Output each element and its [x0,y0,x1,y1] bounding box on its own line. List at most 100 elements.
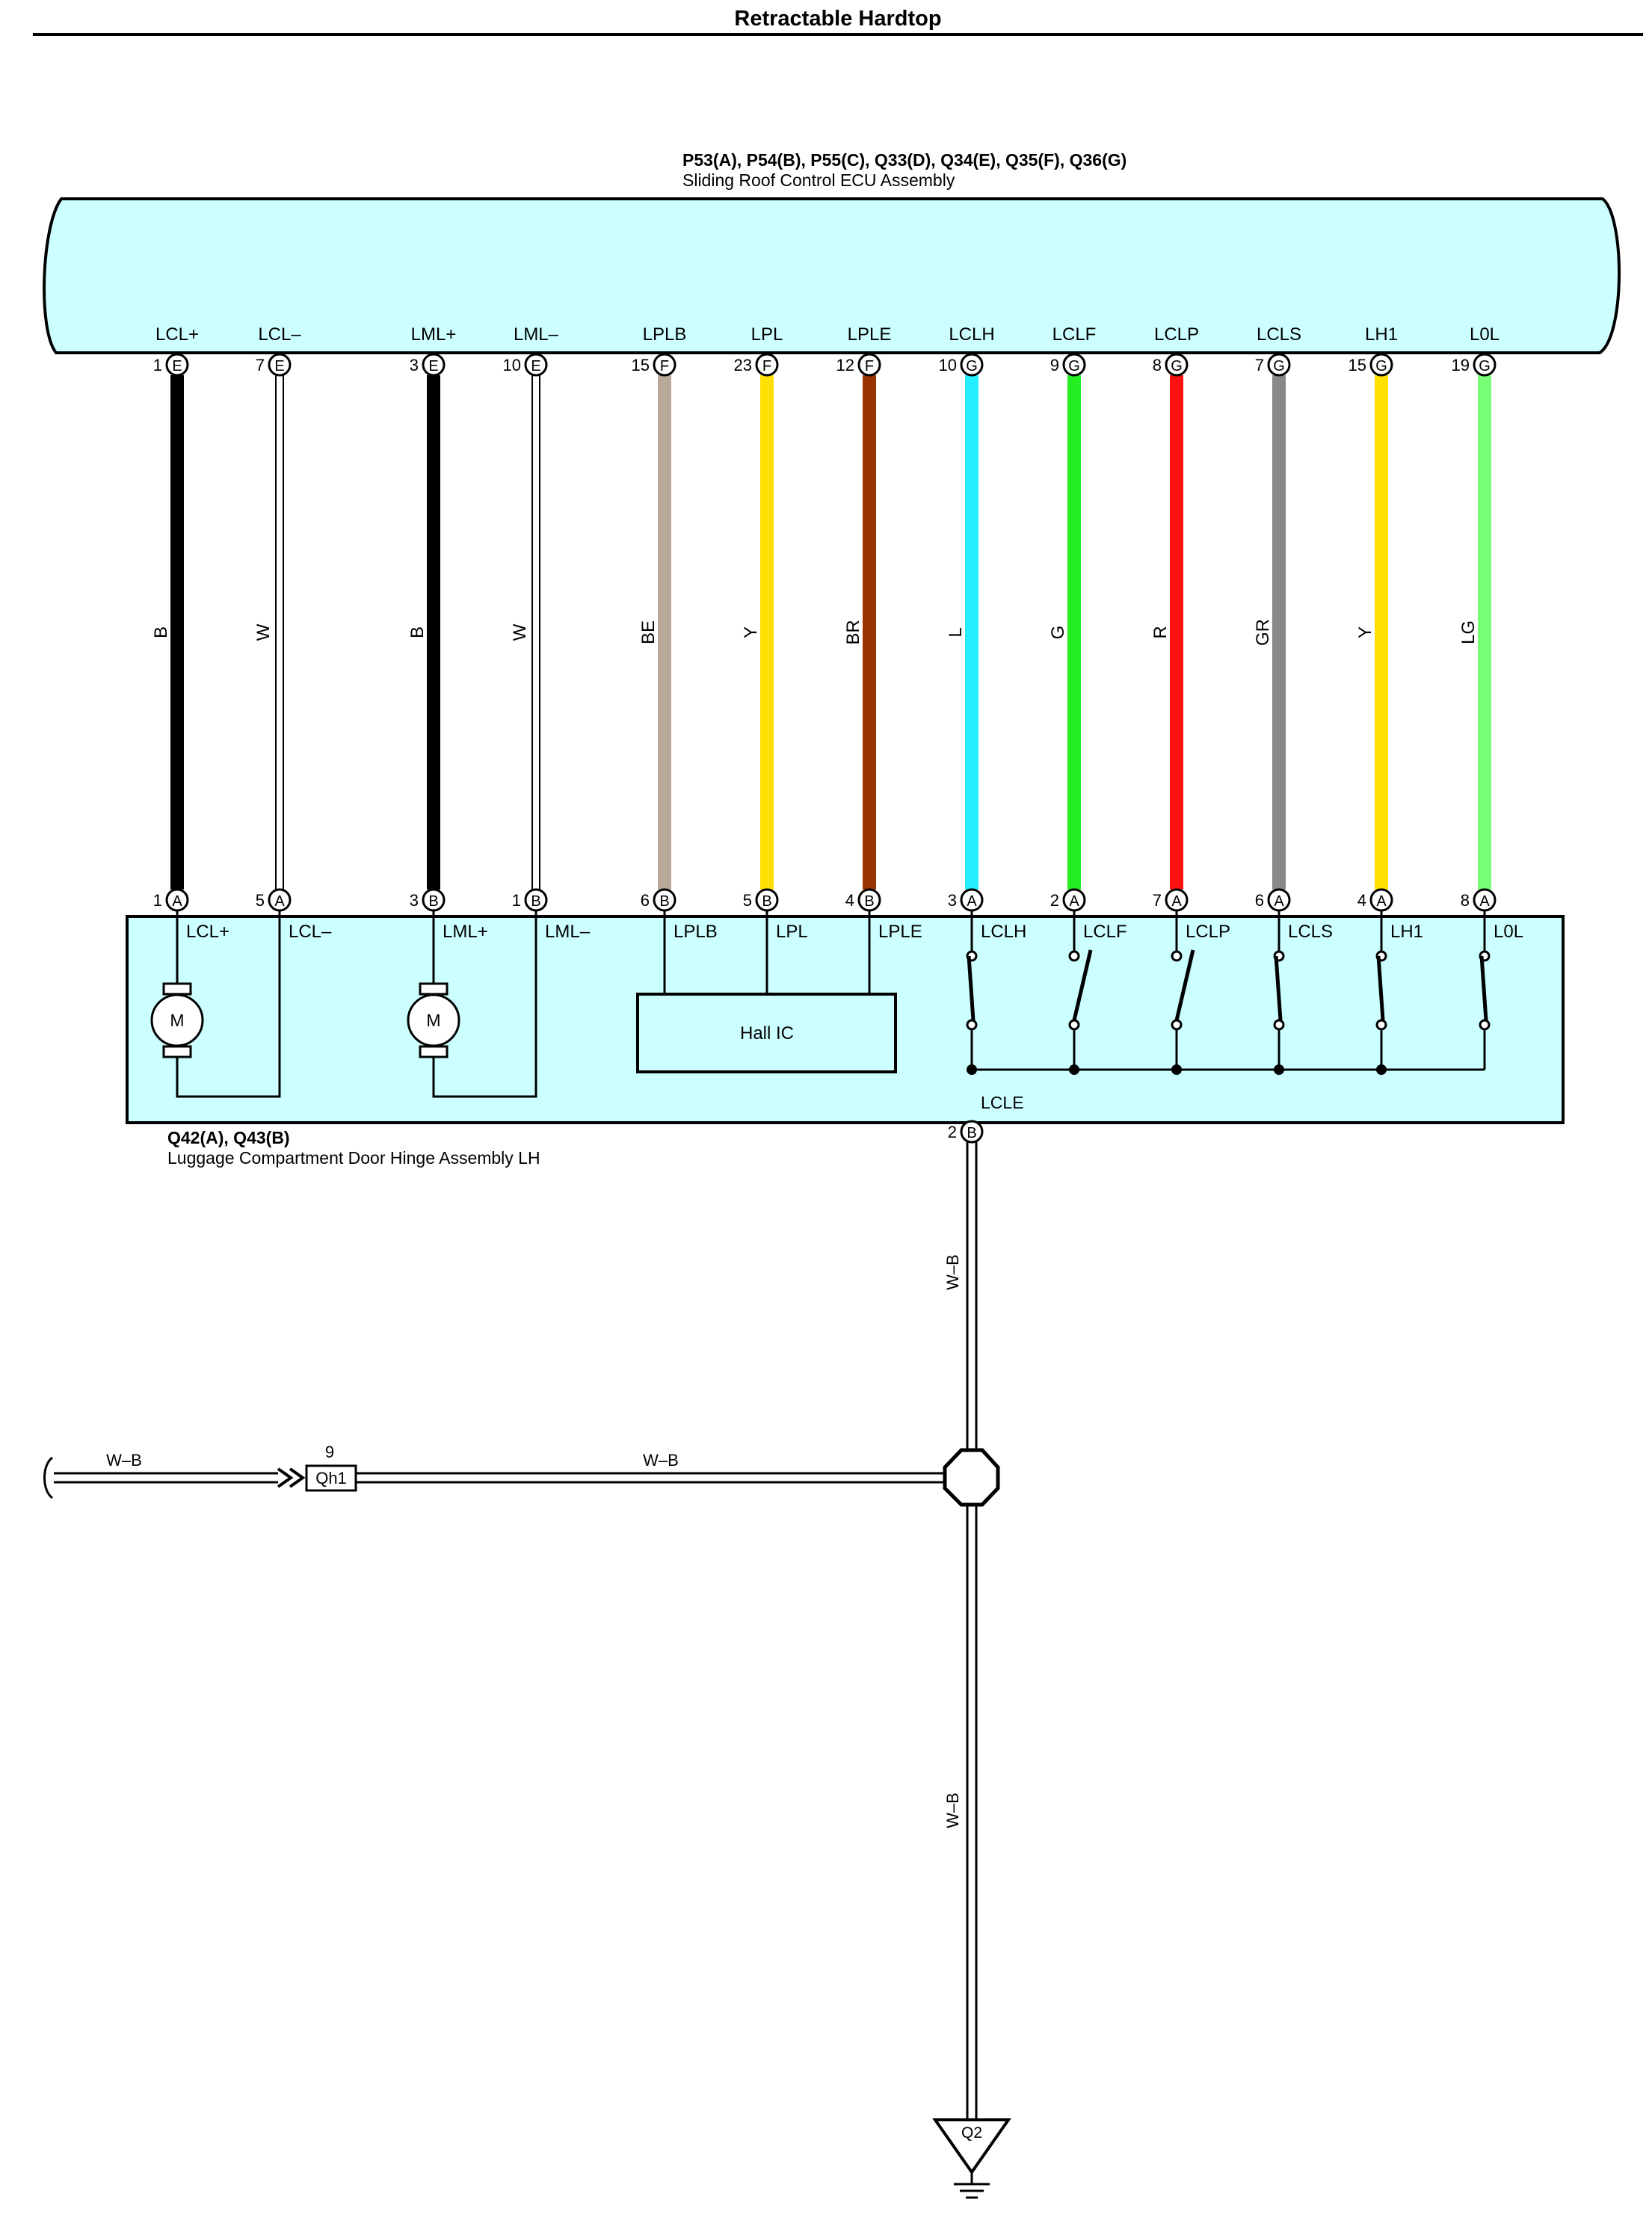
ecu-terminal-label: LPL [751,324,783,345]
pin-number: 6 [641,891,650,910]
connector-letter: A [172,893,182,910]
connector-pin-circle [857,888,881,912]
hinge-pin: B1 [512,888,548,912]
hinge-pin: A4 [1357,888,1393,912]
connector-letter: F [660,358,669,374]
pin-number: 15 [632,356,650,374]
hinge-terminal-label: LH1 [1390,922,1423,942]
connector-pin-circle [524,353,548,377]
ground-point-label: Q2 [961,2124,982,2142]
ecu-terminal-label: LCLP [1154,324,1199,345]
connector-pin-circle [524,888,548,912]
ecu-terminal-label: LCLS [1257,324,1301,345]
wire-color-label: W–B [943,1254,962,1290]
connector-pin-circle [165,888,189,912]
hinge-terminal-label: LML+ [443,922,488,942]
pin-number: 1 [153,356,162,374]
ecu-terminal-label: LCL+ [155,324,199,345]
connector-pin-circle [1165,888,1189,912]
wire-lh1: Y [1355,375,1388,889]
ecu-name-label: Sliding Roof Control ECU Assembly [682,170,955,190]
ecu-terminal-label: LCL– [258,324,301,345]
wire-color-code: W [253,623,274,641]
hinge-terminal-label: LCLH [981,922,1026,942]
connector-pin-circle [268,353,292,377]
connector-letter: G [1171,358,1183,374]
connector-letter: E [428,358,438,374]
hinge-pin: A2 [1050,888,1086,912]
wire-color-code: BE [638,620,659,644]
hinge-terminal-label: LCLS [1288,922,1333,942]
wire-lcl: B [151,375,184,889]
connector-letter: A [1479,893,1490,910]
hinge-pin: A7 [1153,888,1189,912]
chevron-right-icon [277,1467,294,1488]
wire-lcl: W [253,375,284,889]
pin-number: 7 [1255,356,1264,374]
hinge-pin: B6 [641,888,676,912]
pin-number: 2 [1050,891,1059,910]
connector-pin-circle [268,888,292,912]
wire-l0l: LG [1458,375,1491,889]
pin-number: 23 [734,356,752,374]
connector-letter: B [428,893,438,910]
switch-contact [966,1019,978,1031]
pin-number: 4 [1357,891,1366,910]
wire-lcls: GR [1253,375,1286,889]
wire-lclp: R [1150,375,1183,889]
pin-number: 3 [410,356,419,374]
ecu-pin: G7 [1255,353,1291,377]
connector-letter: A [1171,893,1182,910]
switch-blade [967,955,976,1021]
hinge-pin: B5 [743,888,779,912]
connector-letter: A [1274,893,1284,910]
hinge-terminal-label: LCL– [289,922,332,942]
junction-connector-qh1 [305,1464,357,1492]
hinge-terminal-label: LCL+ [186,922,229,942]
ecu-pin: F 15 [632,353,676,377]
hinge-pin-lcle: B 2 [948,1120,984,1144]
switch-lclf [1068,926,1093,1075]
connector-letter: G [1375,358,1387,374]
wire-color-label: W–B [643,1451,679,1470]
connector-pin-circle [857,353,881,377]
pin-number: 19 [1452,356,1470,374]
connector-letter: A [1069,893,1079,910]
connector-letter: G [1273,358,1285,374]
hinge-terminal-label: LPLE [878,922,922,942]
motor-symbol: M [426,1011,440,1030]
ecu-terminal-label: LML+ [411,324,457,345]
wire-color-code: BR [843,620,863,644]
wire-color-code: B [407,626,428,638]
connector-pin-circle [1473,353,1497,377]
wire-color-code: LG [1458,620,1479,644]
pin-number: 6 [1255,891,1264,910]
connector-pin-circle [1267,353,1291,377]
connector-pin-circle [1369,353,1393,377]
ground-point-q2 [932,2118,1011,2175]
hinge-pin: B4 [845,888,881,912]
wire-color-code: W [510,623,530,641]
junction-connector-label: Qh1 [315,1469,347,1487]
chevron-right-icon [289,1467,306,1488]
pin-number: 1 [512,891,521,910]
ecu-pin: E10 [503,353,548,377]
switch-blade [1072,949,1093,1021]
ecu-pin: G10 [939,353,984,377]
connector-pin-circle [1165,353,1189,377]
connector-letter: G [1068,358,1080,374]
connector-letter: B [967,1125,976,1141]
ecu-terminal-label: LPLE [848,324,892,345]
hinge-pin: A8 [1461,888,1497,912]
pin-number: 8 [1461,891,1470,910]
hinge-pin: B3 [410,888,446,912]
pin-number: 10 [939,356,957,374]
switch-blade [1376,955,1385,1021]
ecu-pin: E3 [410,353,446,377]
hinge-pin: A5 [256,888,292,912]
wire-color-code: L [946,627,966,637]
wire-lplb: BE [638,375,671,889]
wire-lclh: L [946,375,978,889]
ecu-pin: G8 [1153,353,1189,377]
switch-contact [1068,1019,1080,1031]
